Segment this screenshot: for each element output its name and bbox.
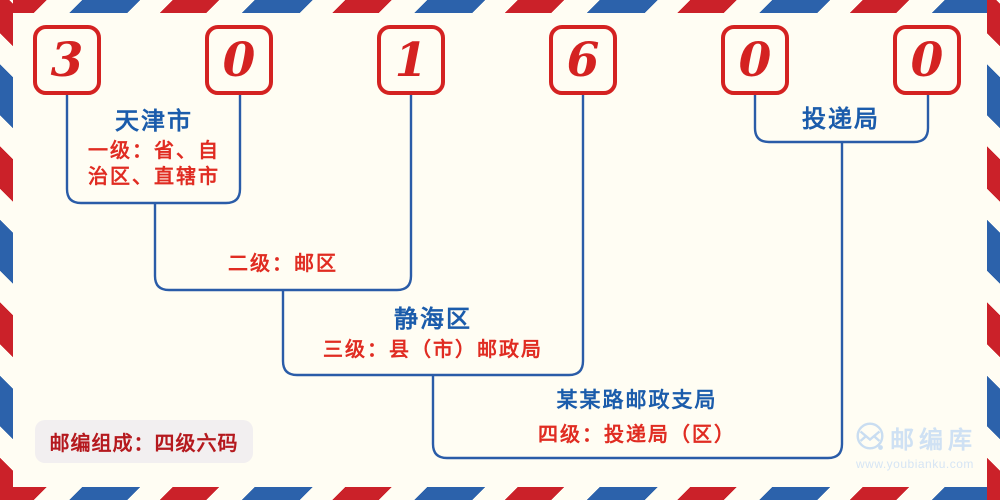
postal-digit: 0 [222, 32, 256, 88]
level1-region-name: 天津市 [115, 108, 193, 135]
airmail-stripe-border-left [0, 0, 13, 500]
postal-digit-box-3: 1 [377, 25, 445, 95]
level5-bureau-name: 投递局 [802, 106, 880, 133]
bracket-level4 [431, 142, 844, 460]
level3-region-name: 静海区 [394, 306, 472, 333]
composition-note-badge: 邮编组成：四级六码 [35, 420, 253, 463]
level2-description: 二级：邮区 [228, 253, 338, 275]
level1-description-line1: 一级：省、自 [88, 140, 220, 162]
brand-name: 邮编库 [890, 427, 977, 454]
airmail-stripe-border-right [987, 0, 1000, 500]
postal-digit-box-2: 0 [205, 25, 273, 95]
postal-digit-box-5: 0 [721, 25, 789, 95]
composition-note-text: 邮编组成：四级六码 [49, 433, 239, 455]
postal-digit-box-1: 3 [33, 25, 101, 95]
level4-description: 四级：投递局（区） [538, 424, 736, 446]
postal-digit: 3 [50, 32, 84, 88]
level1-description-line2: 治区、直辖市 [88, 166, 220, 188]
bracket-level1 [65, 95, 242, 205]
level4-branch-name: 某某路邮政支局 [556, 389, 718, 412]
airmail-stripe-border-bottom [0, 487, 1000, 500]
airmail-stripe-border-top [0, 0, 1000, 13]
bracket-level5 [753, 95, 930, 144]
postal-digit: 0 [910, 32, 944, 88]
brand-url: www.youbianku.com [856, 457, 974, 471]
brand-watermark: 邮编库 www.youbianku.com [854, 420, 986, 471]
postal-digit: 6 [566, 32, 600, 88]
postal-digit-box-4: 6 [549, 25, 617, 95]
postal-digit: 0 [738, 32, 772, 88]
postal-digit: 1 [394, 32, 428, 88]
envelope-circle-icon [856, 421, 884, 450]
postal-digit-box-6: 0 [893, 25, 961, 95]
level3-description: 三级：县（市）邮政局 [323, 339, 543, 361]
